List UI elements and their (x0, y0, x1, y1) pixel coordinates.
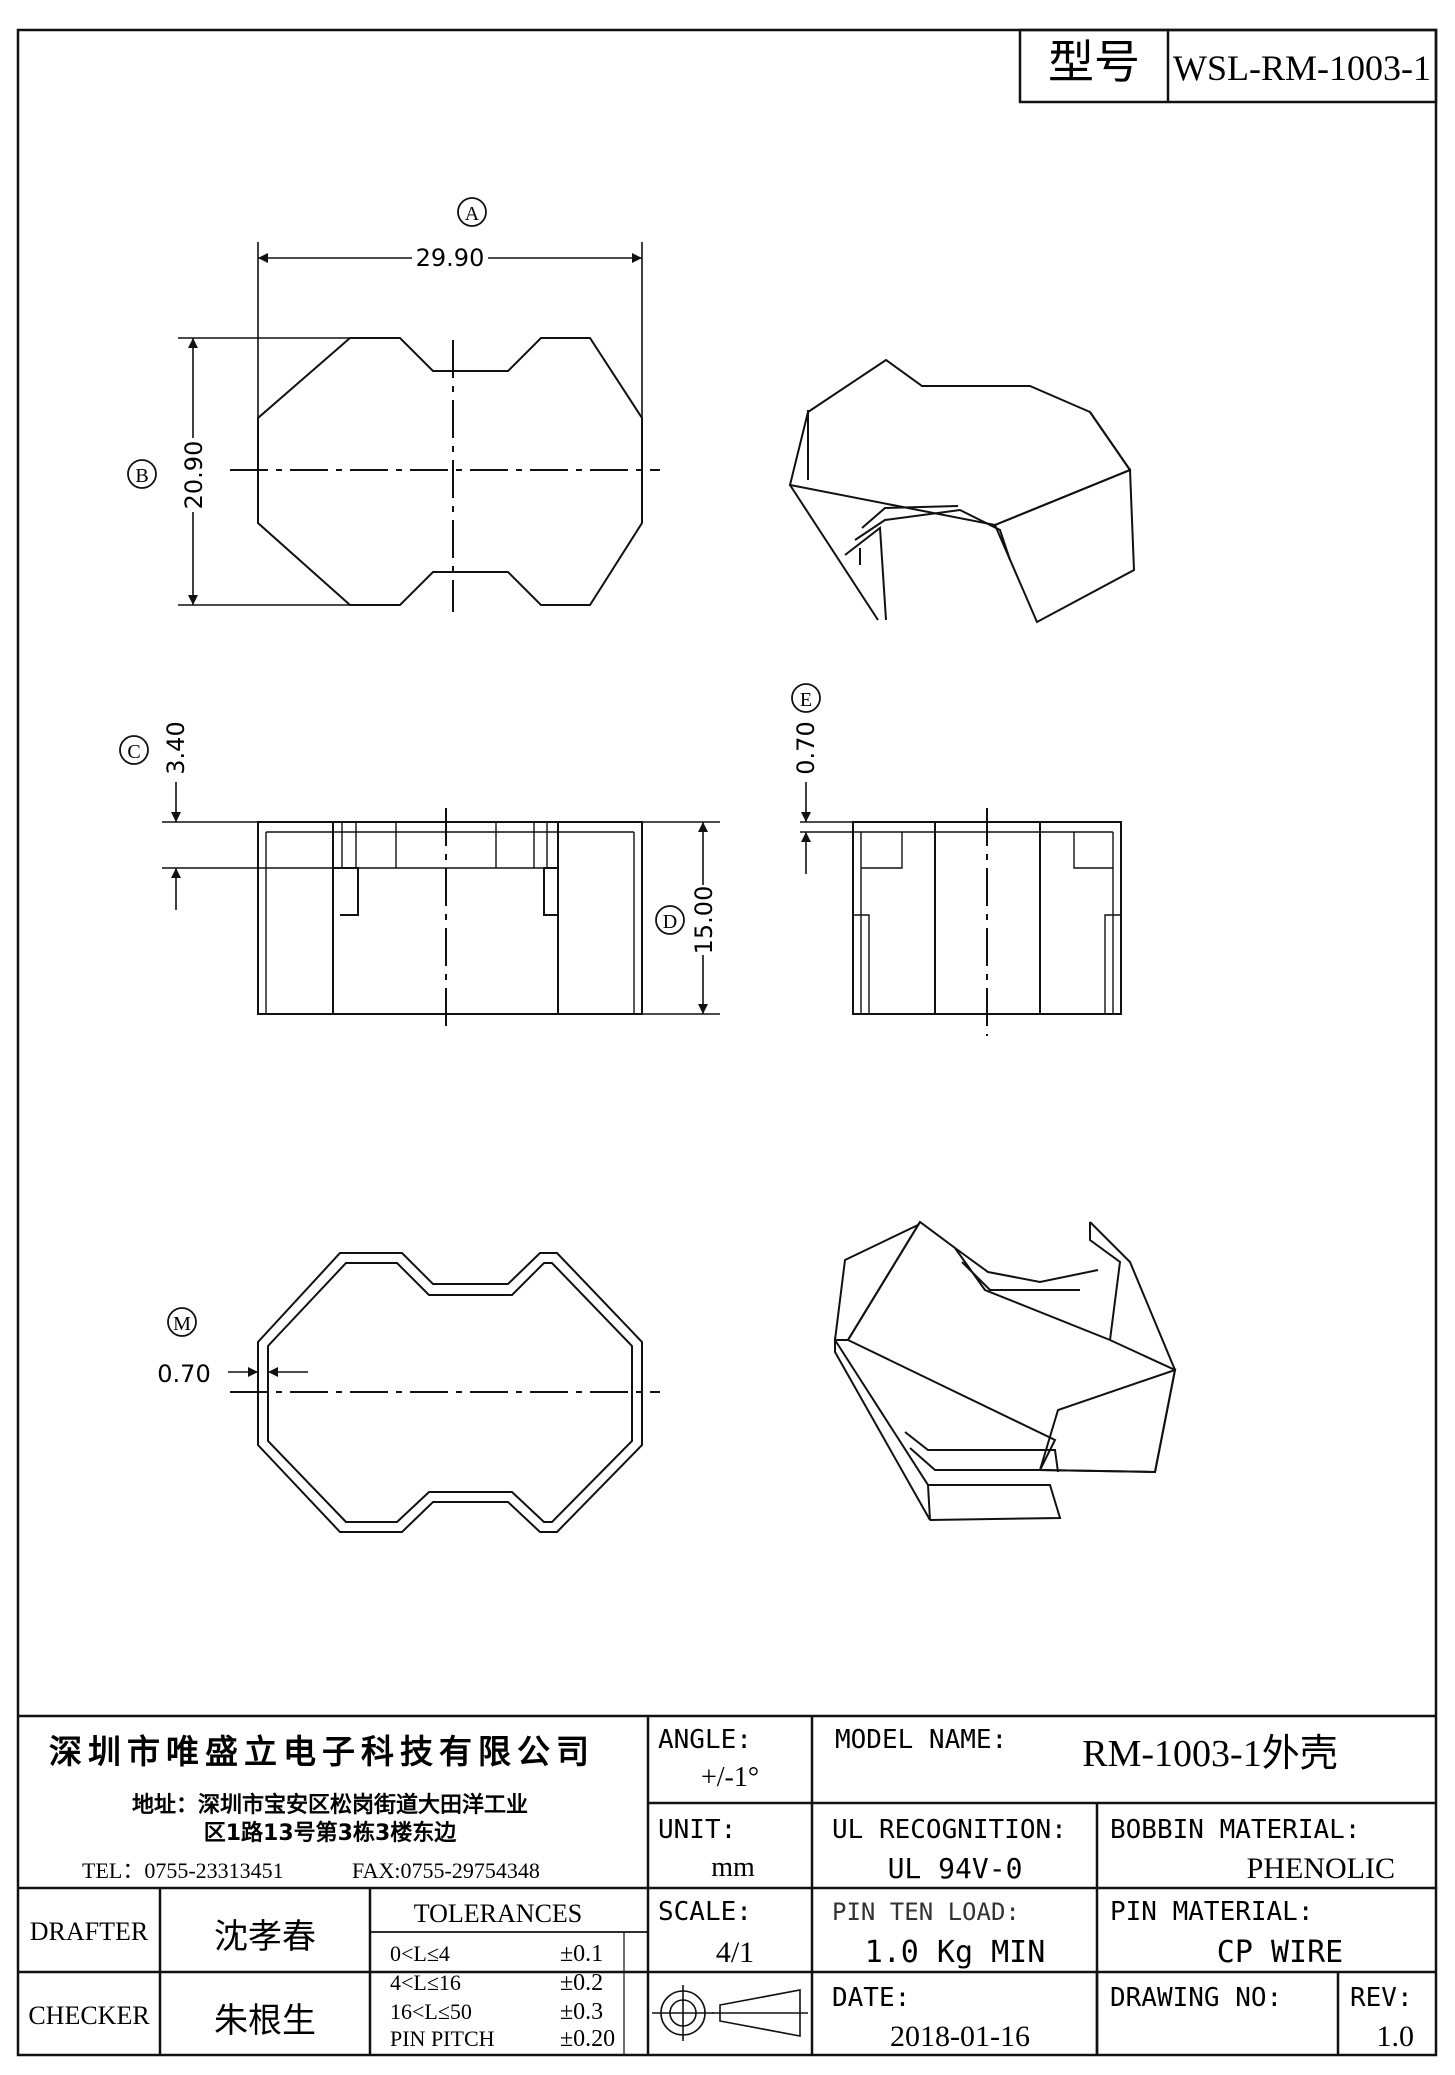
tolerance-range-2: 4<L≤16 (390, 1970, 461, 1995)
unit-value: mm (711, 1852, 755, 1883)
projection-symbol-icon (652, 1985, 808, 2041)
company-address-line1: 地址：深圳市宝安区松岗街道大田洋工业 (132, 1792, 528, 1818)
rev-label: REV: (1350, 1983, 1413, 2013)
drafter-label: DRAFTER (30, 1917, 149, 1946)
dim-e-value: 0.70 (792, 721, 820, 774)
company-tel: TEL：0755-23313451 (82, 1858, 284, 1883)
tolerance-value-3: ±0.3 (560, 1999, 603, 2025)
dim-b-label: B 20.90 (127, 441, 208, 510)
dim-c-label: C 3.40 (119, 721, 190, 775)
sheet-border (16, 28, 1438, 2057)
model-number-box: 型号 WSL-RM-1003-1 (1018, 28, 1438, 104)
tolerance-range-4: PIN PITCH (390, 2026, 495, 2051)
svg-text:C: C (127, 741, 140, 763)
dim-d-label: D 15.00 (655, 886, 718, 955)
dim-m-value: 0.70 (157, 1360, 210, 1388)
model-label: 型号 (1048, 35, 1140, 89)
angle-label: ANGLE: (658, 1725, 752, 1755)
front-view (162, 782, 720, 1030)
company-fax: FAX:0755-29754348 (352, 1858, 540, 1883)
tolerance-range-1: 0<L≤4 (390, 1941, 450, 1966)
dim-c-value: 3.40 (162, 721, 190, 774)
rev-value: 1.0 (1377, 2020, 1415, 2053)
dim-a-value: 29.90 (416, 244, 485, 272)
unit-label: UNIT: (658, 1815, 736, 1845)
bottom-view (228, 1252, 660, 1533)
title-block-grid (18, 1714, 1436, 2055)
angle-value: +/-1° (701, 1762, 759, 1793)
pin-material-label: PIN MATERIAL: (1110, 1897, 1314, 1927)
scale-label: SCALE: (658, 1897, 752, 1927)
svg-text:M: M (173, 1313, 191, 1335)
date-label: DATE: (832, 1983, 910, 2013)
dim-m-label: M 0.70 (157, 1307, 211, 1388)
isometric-view-bottom (833, 1220, 1177, 1521)
company-address-line2: 区1路13号第3栋3楼东边 (204, 1820, 458, 1846)
company-name: 深圳市唯盛立电子科技有限公司 (49, 1732, 595, 1771)
tolerance-range-3: 16<L≤50 (390, 1999, 472, 2024)
drawing-no-label: DRAWING NO: (1110, 1983, 1282, 2013)
svg-text:B: B (135, 465, 148, 487)
pin-ten-load-value: 1.0 Kg MIN (865, 1935, 1046, 1970)
tolerance-value-4: ±0.20 (560, 2026, 615, 2052)
dim-a-label: A 29.90 (416, 197, 487, 272)
dim-e-label: E 0.70 (791, 683, 821, 775)
svg-text:E: E (800, 689, 812, 711)
side-view (800, 782, 1122, 1036)
tolerance-value-1: ±0.1 (560, 1941, 603, 1967)
bobbin-material-label: BOBBIN MATERIAL: (1110, 1815, 1360, 1845)
isometric-view-top (788, 358, 1136, 624)
top-view (178, 242, 660, 612)
svg-text:D: D (663, 911, 677, 933)
date-value: 2018-01-16 (890, 2020, 1030, 2053)
pin-ten-load-label: PIN TEN LOAD: (832, 1898, 1020, 1926)
ul-recognition-value: UL 94V-0 (888, 1852, 1023, 1885)
dim-b-value: 20.90 (180, 441, 208, 510)
checker-name: 朱根生 (214, 2002, 316, 2040)
drafter-name: 沈孝春 (214, 1918, 316, 1956)
model-number: WSL-RM-1003-1 (1173, 48, 1431, 88)
tolerance-value-2: ±0.2 (560, 1970, 603, 1996)
ul-recognition-label: UL RECOGNITION: (832, 1815, 1067, 1845)
bobbin-material-value: PHENOLIC (1247, 1852, 1395, 1885)
tolerances-title: TOLERANCES (414, 1899, 583, 1928)
model-name-value: RM-1003-1外壳 (1082, 1733, 1337, 1775)
model-name-label: MODEL NAME: (835, 1725, 1007, 1755)
svg-text:A: A (465, 203, 480, 225)
checker-label: CHECKER (28, 2001, 150, 2030)
pin-material-value: CP WIRE (1217, 1935, 1343, 1970)
dim-d-value: 15.00 (690, 886, 718, 955)
scale-value: 4/1 (716, 1936, 754, 1969)
